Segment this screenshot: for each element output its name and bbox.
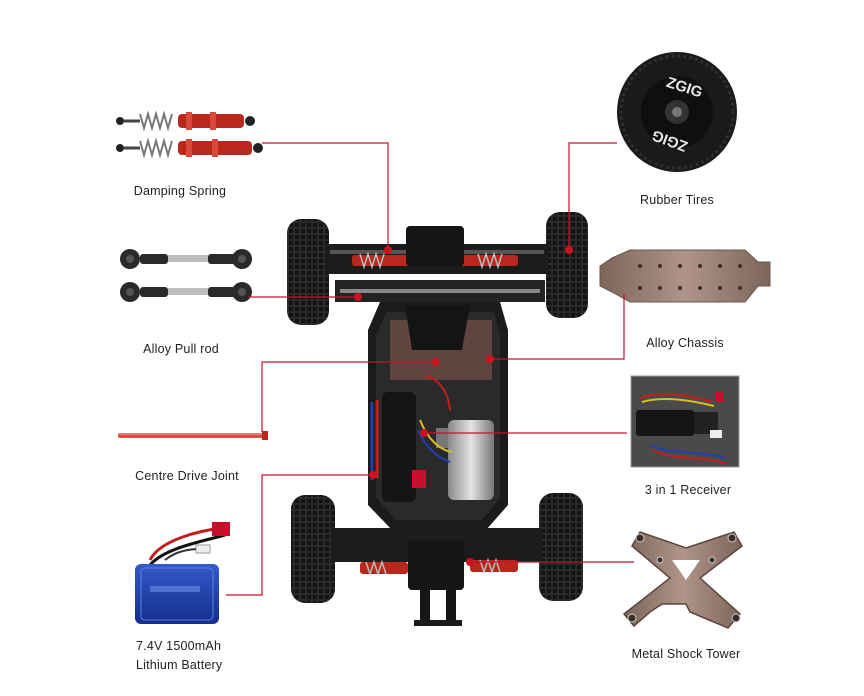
rc-car-chassis-image [287,212,588,626]
label-battery-line2: Lithium Battery [136,658,223,672]
damping-spring-image [116,110,263,159]
callout-lines [226,142,634,596]
label-alloy-chassis: Alloy Chassis [646,336,724,350]
callout-alloy-chassis [490,294,625,360]
label-centre-drive-joint: Centre Drive Joint [135,469,239,483]
label-metal-shock-tower: Metal Shock Tower [631,647,741,661]
alloy-chassis-image [599,249,771,303]
callout-dots [354,246,573,566]
label-damping-spring: Damping Spring [133,184,227,198]
receiver-image [630,375,740,468]
centre-drive-joint-image [118,431,268,440]
callout-rubber-tires [568,142,617,250]
label-rubber-tires: Rubber Tires [640,193,714,207]
label-receiver: 3 in 1 Receiver [644,483,732,497]
callout-damping-spring [262,142,389,250]
callout-centre-drive-joint [261,361,436,432]
metal-shock-tower-image [622,531,743,629]
callout-battery [226,474,373,596]
label-battery-line1: 7.4V 1500mAh [136,639,222,653]
rubber-tire-image: ZGIG ZGIG [617,52,737,172]
label-alloy-pull-rod: Alloy Pull rod [143,342,219,356]
lithium-battery-image [135,522,230,624]
alloy-pull-rod-image [120,249,252,302]
